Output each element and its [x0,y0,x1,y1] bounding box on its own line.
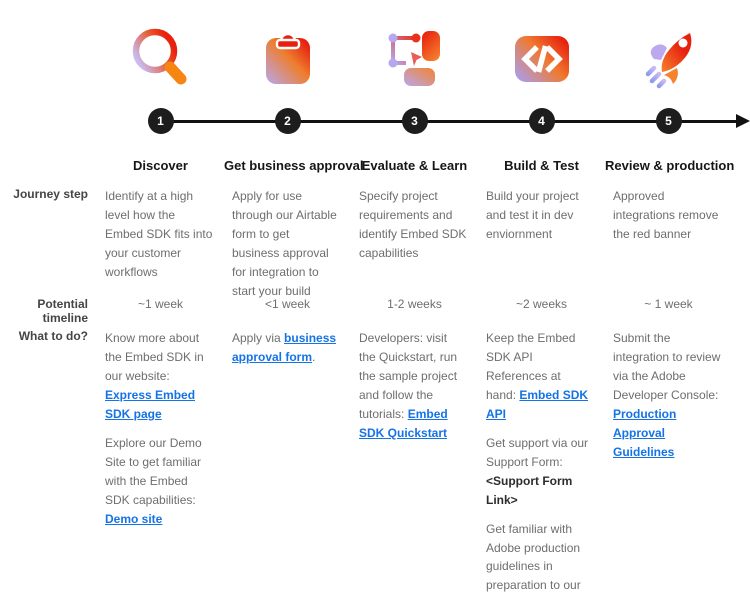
todo-text: . [312,349,316,364]
step-marker-1: 1 [147,108,174,134]
step-title-review: Review & production [605,158,735,173]
rocket-icon [645,33,691,89]
what-to-do-cell: Apply via business approval form. [224,320,351,599]
bold-text: <Support Form Link> [486,473,573,507]
todo-paragraph: Get familiar with Adobe production guide… [486,520,594,599]
step-marker-4: 4 [528,108,555,134]
icon-cell-review [605,0,732,96]
journey-grid: 1 2 3 4 5 Discover Get business approval… [13,0,750,599]
design-assets-icon [388,31,440,86]
todo-text: Explore our Demo Site to get familiar wi… [105,435,202,507]
todo-text: Apply via [232,331,285,345]
todo-text: Keep the Embed SDK API References at han… [486,331,576,402]
journey-step-text: Specify project requirements and identif… [359,189,467,260]
icon-cell-approval [224,0,351,96]
what-to-do-cell: Keep the Embed SDK API References at han… [478,320,605,599]
what-to-do-cell: Submit the integration to review via the… [605,320,732,599]
timeline-axis: 1 2 3 4 5 [97,96,750,146]
todo-paragraph: Know more about the Embed SDK in our web… [105,329,213,424]
text-link[interactable]: Embed SDK API [486,387,589,421]
step-marker-5: 5 [655,108,682,134]
step-marker-2: 2 [274,108,301,134]
timeline-line [160,119,738,123]
todo-text: Get support via our Support Form: [486,435,589,469]
todo-text: Get familiar with Adobe production guide… [486,521,581,599]
todo-text: Developers: visit the Quickstart, run th… [359,331,458,421]
row-label-journey-step: Journey step [13,187,88,201]
what-to-do-cell: Know more about the Embed SDK in our web… [97,320,224,599]
timeline-value: ~ 1 week [644,297,693,311]
text-link[interactable]: Production Approval Guidelines [613,406,677,459]
text-link[interactable]: business approval form [232,331,337,364]
todo-text: Submit the integration to review via the… [613,331,721,402]
text-link[interactable]: Express Embed SDK page [105,387,196,421]
timeline-value: ~2 weeks [515,297,568,311]
journey-step-text: Identify at a high level how the Embed S… [105,189,213,279]
magnifier-icon [132,28,186,85]
timeline-value: <1 week [264,297,311,311]
todo-paragraph: Submit the integration to review via the… [613,329,721,462]
journey-step-text: Apply for use through our Airtable form … [232,189,337,298]
icon-cell-build [478,0,605,96]
timeline-value: ~1 week [137,297,184,311]
text-link[interactable]: Embed SDK Quickstart [359,406,448,440]
step-marker-3: 3 [401,108,428,134]
clipboard-icon [265,32,310,84]
row-label-what-to-do: What to do? [18,329,88,343]
icon-cell-evaluate [351,0,478,96]
todo-paragraph: Keep the Embed SDK API References at han… [486,329,594,424]
timeline-value: 1-2 weeks [387,297,442,311]
what-to-do-cell: Developers: visit the Quickstart, run th… [351,320,478,599]
step-title-approval: Get business approval [224,158,364,173]
todo-paragraph: Get support via our Support Form: <Suppo… [486,434,594,510]
todo-paragraph: Explore our Demo Site to get familiar wi… [105,434,213,529]
todo-paragraph: Apply via business approval form. [232,329,340,367]
journey-step-text: Build your project and test it in dev en… [486,189,579,241]
row-label-potential-timeline: Potential timeline [37,297,88,325]
step-title-build: Build & Test [504,158,579,173]
todo-paragraph: Developers: visit the Quickstart, run th… [359,329,467,443]
code-icon [514,36,569,82]
icon-cell-discover [97,0,224,96]
timeline-arrowhead-icon [736,114,750,128]
step-title-evaluate: Evaluate & Learn [361,158,468,173]
step-title-discover: Discover [133,158,188,173]
text-link[interactable]: Demo site [105,511,163,526]
journey-step-text: Approved integrations remove the red ban… [613,189,719,241]
todo-text: Know more about the Embed SDK in our web… [105,331,204,383]
